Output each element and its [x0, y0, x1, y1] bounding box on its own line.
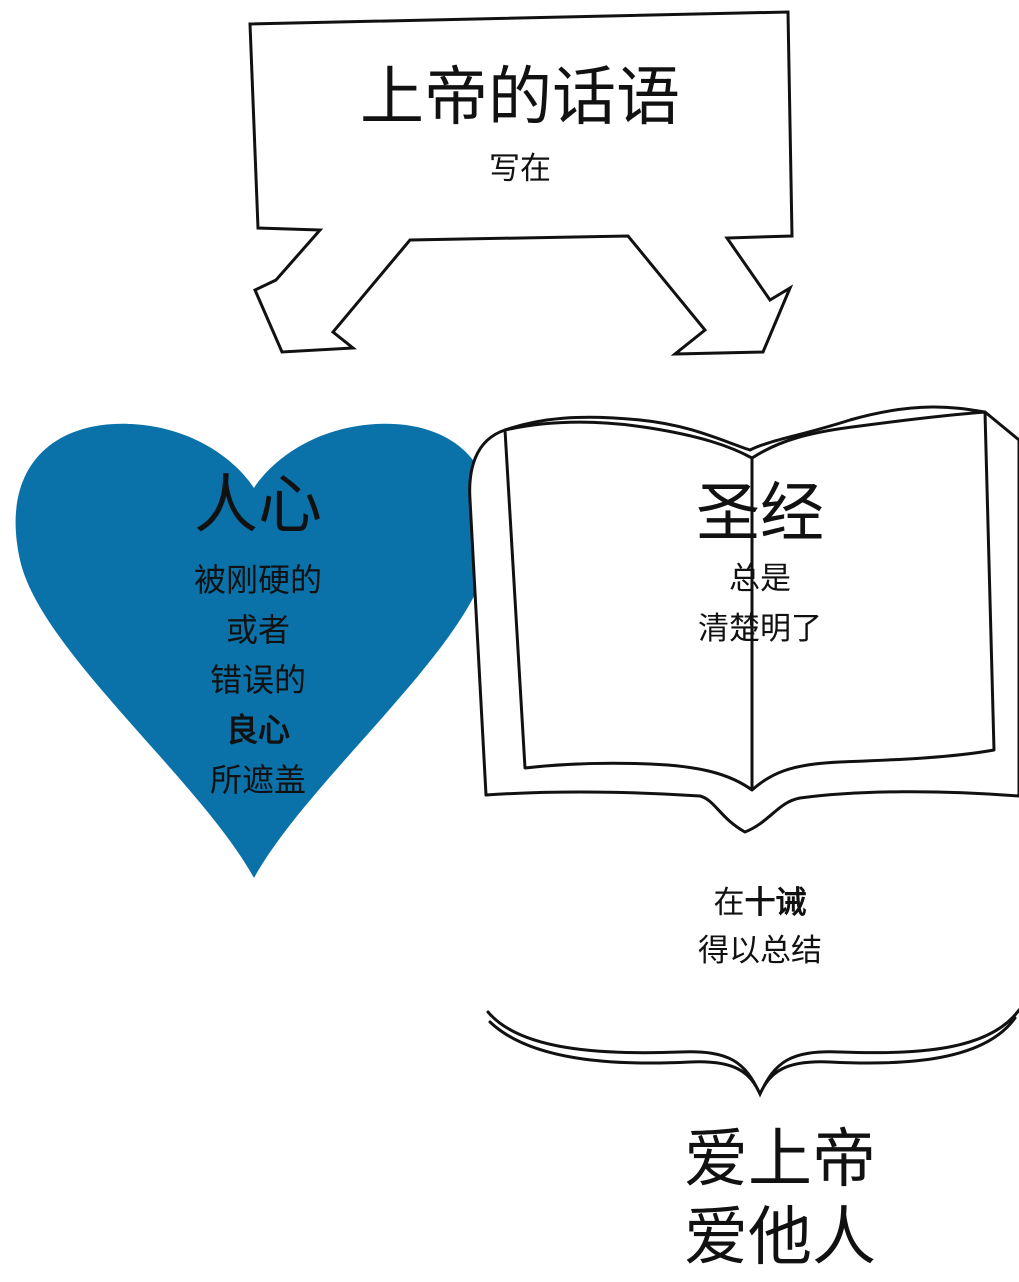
human-heart-title: 人心 — [194, 469, 322, 543]
curly-brace — [486, 1008, 1019, 1098]
bible-title: 圣经 — [696, 477, 824, 551]
heart-line-conscience: 良心 — [225, 711, 290, 749]
written-in-label: 写在 — [489, 151, 551, 187]
heart-line-erroneous: 错误的 — [209, 661, 306, 699]
heart-line-or: 或者 — [225, 611, 290, 649]
love-others-label: 爱他人 — [684, 1201, 876, 1275]
heart-line-covered: 所遮盖 — [209, 761, 306, 799]
open-bible-book — [468, 405, 1019, 834]
ten-commandments-label: 十诫 — [744, 885, 807, 921]
bible-line-always: 总是 — [729, 561, 791, 597]
summary-prefix: 在 — [713, 885, 745, 921]
bible-line-clear: 清楚明了 — [698, 611, 822, 647]
summary-line-commandments: 在十诫 — [660, 885, 860, 922]
heart-shape — [15, 423, 493, 878]
love-god-label: 爱上帝 — [684, 1123, 876, 1197]
word-of-god-arrow-box — [248, 10, 794, 356]
heart-line-hardened: 被刚硬的 — [193, 561, 322, 599]
summary-line-summarized: 得以总结 — [698, 933, 822, 969]
word-of-god-title: 上帝的话语 — [360, 61, 680, 135]
